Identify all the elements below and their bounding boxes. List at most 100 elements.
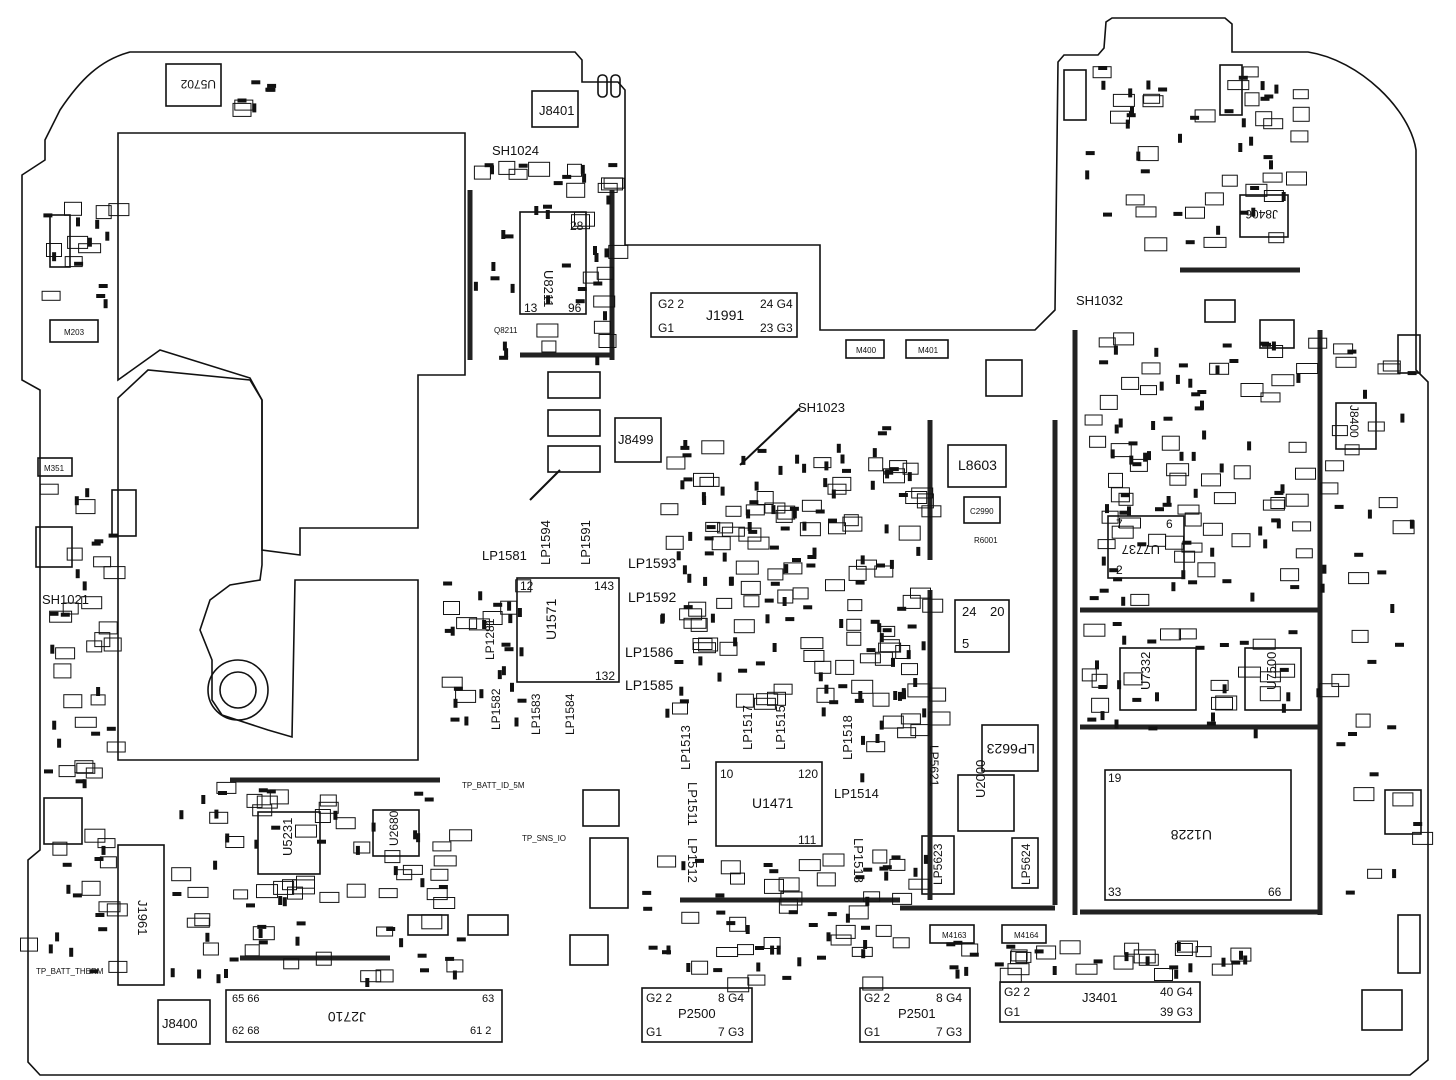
smd-pad: [1409, 519, 1414, 529]
smd-pad: [55, 932, 60, 942]
small-component: [916, 493, 934, 509]
small-component: [1286, 171, 1307, 186]
smd-pad: [518, 163, 528, 168]
label-u2680: U2680: [387, 810, 401, 846]
smd-pad: [1316, 688, 1321, 698]
small-component: [657, 855, 677, 868]
small-component: [1262, 172, 1283, 183]
smd-pad: [771, 505, 776, 515]
small-component: [800, 637, 824, 650]
smd-pad: [902, 690, 906, 700]
small-component: [360, 970, 382, 983]
small-component: [827, 483, 847, 495]
smd-pad: [1336, 742, 1346, 747]
small-component: [846, 631, 862, 646]
smd-pad: [1095, 660, 1099, 670]
smd-pad: [1241, 118, 1246, 128]
small-component: [106, 741, 126, 753]
smd-pad: [726, 921, 736, 926]
small-component: [315, 951, 332, 966]
smd-pad: [861, 925, 870, 930]
label-j8400-bottom: J8400: [162, 1016, 197, 1031]
small-component: [63, 694, 83, 709]
smd-pad: [1239, 640, 1249, 645]
smd-pad: [754, 481, 759, 491]
small-component: [902, 594, 921, 609]
small-component: [1124, 942, 1140, 955]
smd-pad: [1128, 88, 1133, 98]
small-component: [725, 505, 742, 517]
small-component: [1392, 792, 1414, 807]
smd-pad: [1231, 960, 1241, 965]
label-lp5624: LP5624: [1019, 843, 1033, 885]
pin-l8603-b: 20: [990, 604, 1004, 619]
small-component: [1320, 482, 1339, 495]
smd-pad: [89, 969, 99, 974]
small-component: [1295, 548, 1313, 559]
pin-l8603-c: 5: [962, 636, 969, 651]
small-component: [443, 601, 460, 615]
small-component: [75, 499, 96, 515]
smd-pad: [875, 734, 880, 743]
smd-pad: [606, 195, 611, 205]
small-component: [1344, 444, 1360, 456]
smd-pad: [746, 509, 751, 519]
pin-u1571-br: 132: [595, 669, 615, 683]
smd-pad: [722, 552, 727, 562]
smd-pad: [757, 448, 767, 453]
smd-pad: [1034, 949, 1044, 954]
smd-pad: [72, 893, 82, 898]
smd-pad: [82, 581, 87, 591]
smd-pad: [50, 644, 55, 654]
smd-pad: [695, 858, 704, 863]
small-component: [733, 619, 755, 634]
smd-pad: [897, 606, 907, 611]
smd-pad: [1174, 969, 1179, 979]
smd-pad: [1100, 711, 1105, 721]
smd-pad: [504, 647, 514, 652]
smd-pad: [1191, 392, 1201, 397]
small-component: [814, 660, 832, 674]
smd-pad: [1109, 568, 1119, 573]
small-component: [426, 888, 448, 901]
smd-pad: [1280, 484, 1285, 494]
small-component: [729, 916, 747, 932]
small-component: [892, 937, 910, 949]
small-component: [186, 917, 210, 928]
smd-pad: [416, 833, 421, 843]
smd-pad: [62, 862, 72, 867]
smd-pad: [716, 910, 726, 915]
small-component: [1181, 542, 1203, 553]
smd-pad: [501, 666, 506, 676]
smd-pad: [464, 716, 469, 726]
pin-u1228-tl: 19: [1108, 771, 1122, 785]
pin-p2501-tl: G2 2: [864, 991, 890, 1005]
smd-pad: [1105, 504, 1109, 514]
smd-pad: [1113, 345, 1118, 355]
smd-pad: [1296, 373, 1301, 383]
small-component: [64, 201, 82, 216]
small-component: [84, 828, 106, 843]
smd-pad: [662, 950, 671, 955]
smd-pad: [546, 295, 551, 305]
smd-pad: [1176, 942, 1181, 951]
smd-pad: [1113, 577, 1123, 582]
smd-pad: [679, 686, 684, 696]
smd-pad: [438, 885, 448, 889]
small-component: [1280, 568, 1300, 582]
smd-pad: [1395, 642, 1404, 647]
small-component: [1412, 831, 1434, 845]
smd-pad: [479, 689, 484, 699]
small-component: [515, 579, 532, 593]
small-component: [705, 521, 721, 532]
smd-pad: [1354, 552, 1364, 557]
small-component: [1184, 512, 1202, 527]
small-component: [775, 509, 793, 523]
smd-pad: [1191, 451, 1196, 461]
small-component: [832, 476, 852, 491]
small-component: [872, 692, 890, 707]
smd-pad: [420, 968, 429, 973]
pin-u1228-br: 66: [1268, 885, 1282, 899]
small-component: [430, 868, 449, 881]
smd-pad: [778, 465, 783, 475]
